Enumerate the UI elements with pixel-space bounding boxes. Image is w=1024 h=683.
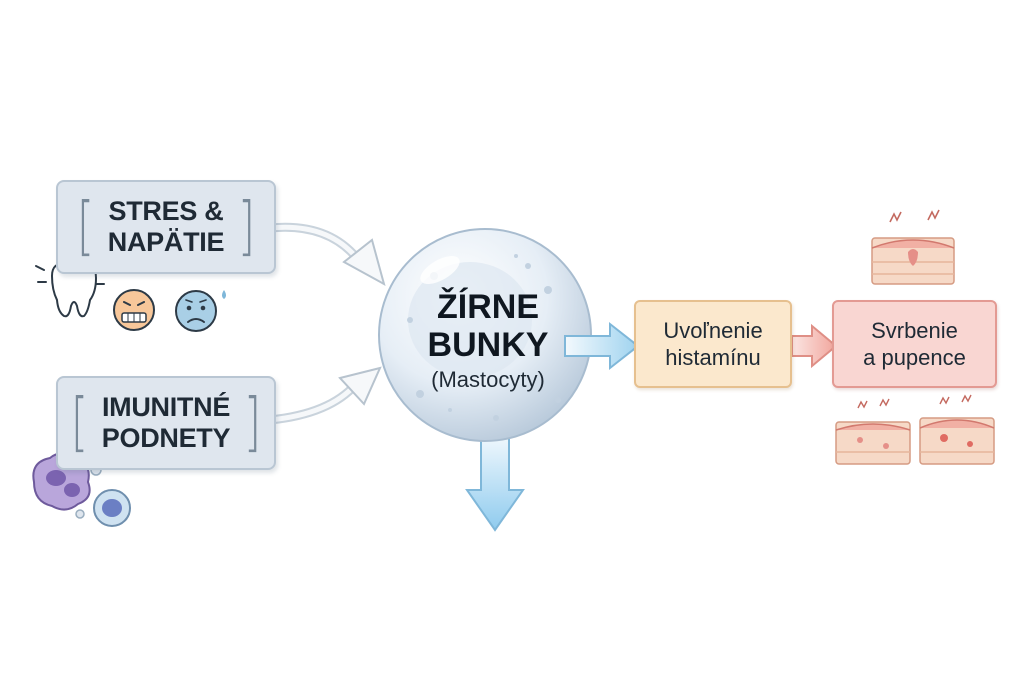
mast-cell-subtitle: (Mastocyty) bbox=[431, 367, 545, 392]
immune-stimuli-label: IMUNITNÉ PODNETY bbox=[101, 392, 231, 453]
mast-cell-sphere bbox=[378, 228, 592, 442]
cell-to-histamine-arrow bbox=[564, 321, 640, 371]
right-bracket: ] bbox=[243, 386, 262, 460]
histamine-release-label: Uvoľnenie histamínu bbox=[663, 318, 763, 370]
right-bracket: ] bbox=[237, 190, 256, 264]
left-bracket: [ bbox=[70, 386, 89, 460]
immune-stimuli-box: [ IMUNITNÉ PODNETY ] bbox=[56, 376, 276, 470]
mast-cell-title: ŽÍRNE BUNKY bbox=[427, 288, 549, 364]
stress-label: STRES & NAPÄTIE bbox=[107, 196, 225, 257]
itching-bumps-box: Svrbenie a pupence bbox=[832, 300, 997, 388]
stress-to-cell-arrow bbox=[265, 222, 386, 287]
immune-to-cell-arrow bbox=[265, 366, 382, 425]
downward-arrow bbox=[465, 437, 525, 532]
lymphocyte-icon bbox=[93, 489, 131, 527]
stress-box: [ STRES & NAPÄTIE ] bbox=[56, 180, 276, 274]
worried-face-icon bbox=[175, 290, 226, 332]
skin-bumps-icon bbox=[835, 394, 995, 465]
irritated-skin-icon bbox=[871, 209, 955, 285]
histamine-release-box: Uvoľnenie histamínu bbox=[634, 300, 792, 388]
itching-bumps-label: Svrbenie a pupence bbox=[863, 318, 966, 370]
stressed-face-icon bbox=[113, 289, 155, 331]
left-bracket: [ bbox=[76, 190, 95, 264]
histamine-to-itch-arrow bbox=[791, 323, 838, 369]
